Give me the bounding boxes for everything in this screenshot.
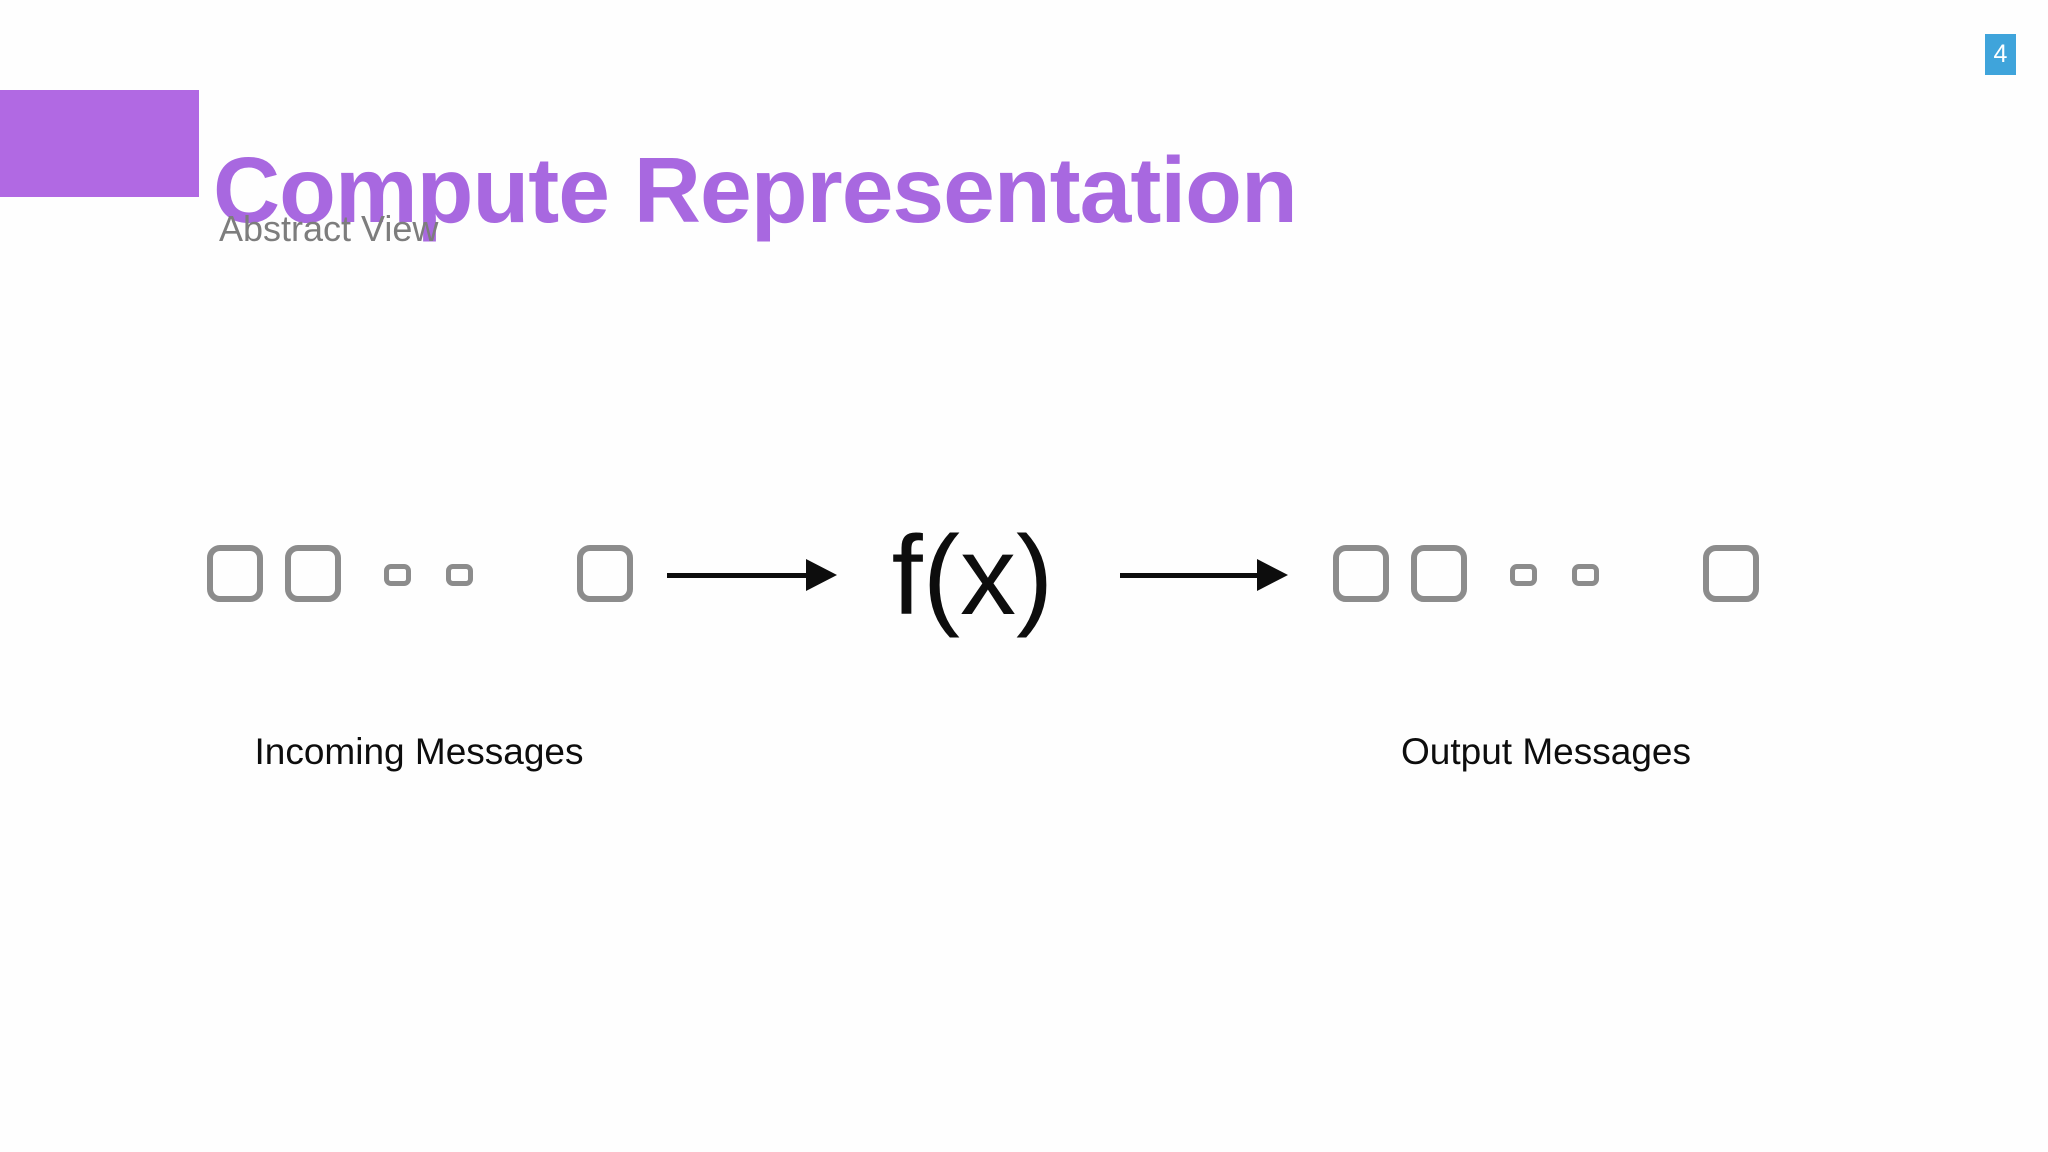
output-arrow bbox=[1120, 559, 1288, 591]
message-square-large bbox=[1411, 545, 1467, 602]
message-square-large bbox=[207, 545, 263, 602]
message-square-large bbox=[577, 545, 633, 602]
page-number-badge: 4 bbox=[1985, 34, 2016, 75]
title-accent-bar bbox=[0, 90, 199, 197]
message-square-large bbox=[285, 545, 341, 602]
message-square-large bbox=[1333, 545, 1389, 602]
output-message-squares bbox=[1333, 545, 1763, 605]
input-arrow-head-icon bbox=[806, 559, 837, 591]
message-square-small bbox=[1572, 564, 1599, 586]
output-arrow-shaft bbox=[1120, 573, 1264, 578]
message-square-small bbox=[384, 564, 411, 586]
page-number: 4 bbox=[1993, 40, 2008, 68]
input-arrow-shaft bbox=[667, 573, 813, 578]
slide-title: Compute Representation bbox=[213, 138, 1298, 243]
slide-subtitle: Abstract View bbox=[219, 208, 439, 249]
input-arrow bbox=[667, 559, 837, 591]
output-messages-label: Output Messages bbox=[1401, 731, 1691, 772]
output-arrow-head-icon bbox=[1257, 559, 1288, 591]
incoming-messages-label: Incoming Messages bbox=[254, 731, 584, 772]
message-square-small bbox=[1510, 564, 1537, 586]
message-square-large bbox=[1703, 545, 1759, 602]
message-square-small bbox=[446, 564, 473, 586]
function-label: f(x) bbox=[891, 513, 1054, 638]
incoming-message-squares bbox=[207, 545, 637, 605]
